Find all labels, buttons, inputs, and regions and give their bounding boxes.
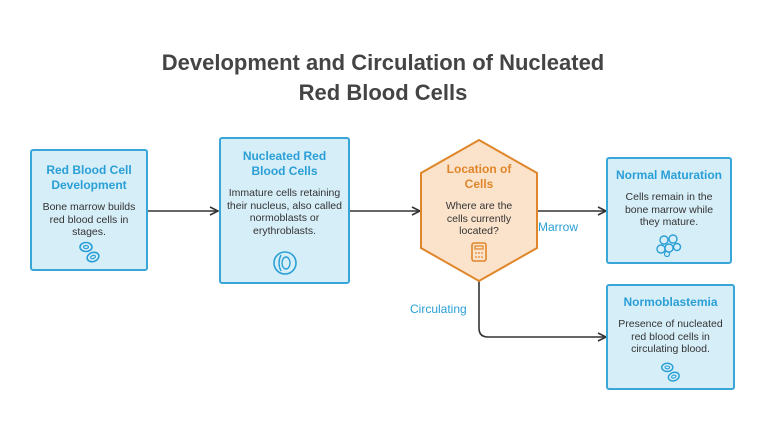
red-blood-cells-icon (79, 241, 100, 263)
nucleated-rbc-title: Nucleated Red Blood Cells (242, 149, 327, 178)
edge-label-circulating: Circulating (410, 302, 467, 316)
title-line-2: Red Blood Cells (298, 80, 468, 105)
red-blood-cells-icon (661, 362, 680, 382)
normal-maturation-node: Normal Maturation Cells remain in the bo… (606, 157, 732, 264)
nucleated-cell-icon (273, 251, 297, 275)
normoblastemia-body: Presence of nucleated red blood cells in… (618, 318, 723, 355)
normoblastemia-node: Normoblastemia Presence of nucleated red… (606, 284, 735, 390)
location-body: Where are the cells currently located? (445, 200, 513, 237)
normal-maturation-title: Normal Maturation (615, 168, 722, 182)
normoblastemia-title: Normoblastemia (623, 295, 718, 309)
rbc-development-title: Red Blood Cell Development (46, 163, 132, 192)
nucleated-rbc-body: Immature cells retaining their nucleus, … (227, 187, 342, 237)
diagram-title: Development and Circulation of Nucleated… (0, 48, 766, 108)
nucleated-rbc-node: Nucleated Red Blood Cells Immature cells… (219, 137, 350, 284)
arrow-location-to-normoblastemia (478, 280, 606, 337)
rbc-development-node: Red Blood Cell Development Bone marrow b… (30, 149, 148, 271)
title-line-1: Development and Circulation of Nucleated (161, 50, 605, 75)
rbc-development-body: Bone marrow builds red blood cells in st… (42, 201, 136, 238)
location-node: Location of Cells Where are the cells cu… (435, 162, 523, 238)
edge-label-marrow: Marrow (538, 220, 579, 234)
normal-maturation-body: Cells remain in the bone marrow while th… (624, 191, 714, 228)
location-title: Location of Cells (446, 162, 512, 191)
calculator-icon (471, 242, 487, 262)
cell-cluster-icon (656, 234, 682, 257)
location-hexagon (420, 138, 538, 283)
